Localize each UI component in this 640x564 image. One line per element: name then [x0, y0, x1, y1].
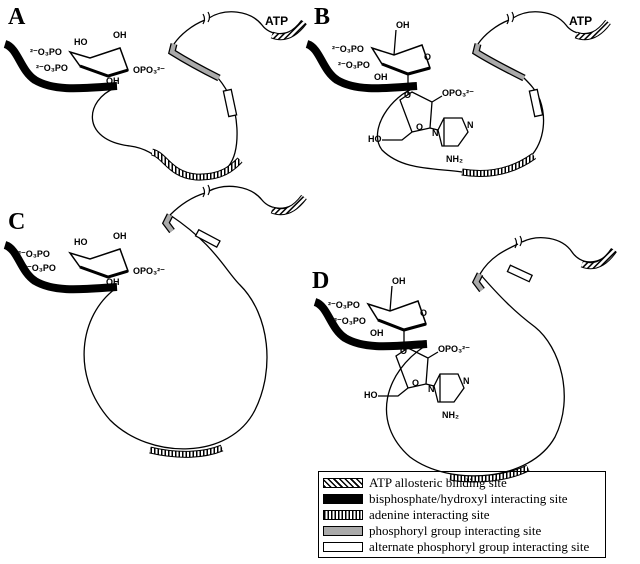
legend-label: alternate phosphoryl group interacting s… [369, 539, 590, 554]
legend-item-adenine: adenine interacting site [323, 507, 601, 523]
chem-label: ²⁻O₃PO [24, 263, 56, 273]
gray-swatch-icon [323, 526, 363, 536]
chem-label: O [424, 52, 431, 62]
legend-label: ATP allosteric binding site [369, 475, 507, 490]
protein-loop [385, 273, 565, 477]
break-icon [506, 11, 515, 25]
chem-label: O [412, 378, 419, 388]
legend: ATP allosteric binding site bisphosphate… [318, 471, 606, 558]
legend-label: bisphosphate/hydroxyl interacting site [369, 491, 568, 506]
inositol-ring: ²⁻O₃PO ²⁻O₃PO HO OH OH OPO₃²⁻ [18, 231, 165, 287]
break-icon [514, 235, 523, 249]
break-icon [202, 11, 211, 25]
protein-loop [83, 214, 268, 450]
chem-label: O [400, 346, 407, 356]
chem-label: ²⁻O₃PO [334, 316, 366, 326]
bisphosphate-site [313, 298, 428, 351]
chem-label: OH [106, 277, 120, 287]
chem-label: N [428, 384, 435, 394]
adenophostin-molecule: ²⁻O₃PO ²⁻O₃PO OH OH O O O OPO₃²⁻ HO N N … [328, 276, 470, 420]
bisphosphate-site [305, 40, 418, 93]
chem-label: HO [74, 237, 88, 247]
chem-label: OH [396, 20, 410, 30]
diagonal-hatch-swatch-icon [323, 478, 363, 488]
chem-label: OPO₃²⁻ [438, 344, 470, 354]
chem-label: HO [74, 37, 88, 47]
chem-label: ²⁻O₃PO [18, 249, 50, 259]
chem-label: OH [106, 76, 120, 86]
legend-item-alternate-phosphoryl: alternate phosphoryl group interacting s… [323, 539, 601, 555]
chem-label: NH₂ [446, 154, 463, 164]
chem-label: OH [392, 276, 406, 286]
alternate-phosphoryl-site [528, 88, 544, 118]
panel-label-b: B [314, 4, 330, 30]
chem-label: ²⁻O₃PO [332, 44, 364, 54]
chem-label: OPO₃²⁻ [133, 65, 165, 75]
panel-d: D ²⁻O₃PO ²⁻O₃PO OH OH O O O OPO₃²⁻ HO N … [312, 235, 617, 483]
legend-item-atp: ATP allosteric binding site [323, 475, 601, 491]
chem-label: ²⁻O₃PO [36, 63, 68, 73]
chem-label: N [463, 376, 470, 386]
chem-label: OH [113, 231, 127, 241]
chem-label: HO [368, 134, 382, 144]
chem-label: N [467, 120, 474, 130]
panel-label-d: D [312, 268, 329, 294]
alternate-phosphoryl-site [194, 228, 221, 249]
panel-label-c: C [8, 209, 25, 235]
legend-item-phosphoryl: phosphoryl group interacting site [323, 523, 601, 539]
white-swatch-icon [323, 542, 363, 552]
atp-label: ATP [569, 14, 592, 28]
inositol-ring: ²⁻O₃PO ²⁻O₃PO HO OH OH OPO₃²⁻ [30, 30, 165, 86]
bisphosphate-site [3, 241, 118, 294]
atp-label: ATP [265, 14, 288, 28]
chem-label: NH₂ [442, 410, 459, 420]
chem-label: O [416, 122, 423, 132]
chem-label: ²⁻O₃PO [30, 47, 62, 57]
alternate-phosphoryl-site [506, 264, 534, 283]
chem-label: OH [374, 72, 388, 82]
chem-label: OPO₃²⁻ [133, 266, 165, 276]
chem-label: N [432, 128, 439, 138]
solid-black-swatch-icon [323, 494, 363, 504]
chem-label: OH [370, 328, 384, 338]
chem-label: O [404, 90, 411, 100]
chem-label: HO [364, 390, 378, 400]
chem-label: ²⁻O₃PO [338, 60, 370, 70]
legend-item-bisphosphate: bisphosphate/hydroxyl interacting site [323, 491, 601, 507]
bisphosphate-site [3, 40, 118, 93]
chem-label: ²⁻O₃PO [328, 300, 360, 310]
legend-label: phosphoryl group interacting site [369, 523, 542, 538]
legend-label: adenine interacting site [369, 507, 490, 522]
chem-label: OPO₃²⁻ [442, 88, 474, 98]
vertical-hatch-swatch-icon [323, 510, 363, 520]
adenophostin-molecule: ²⁻O₃PO ²⁻O₃PO OH OH O O O OPO₃²⁻ HO N N … [332, 20, 474, 164]
panel-c: C ²⁻O₃PO ²⁻O₃PO HO OH OH OPO₃²⁻ [3, 184, 307, 458]
break-icon [202, 184, 211, 198]
panel-label-a: A [8, 4, 26, 30]
chem-label: O [420, 308, 427, 318]
chem-label: OH [113, 30, 127, 40]
panel-a: A ATP ²⁻O₃PO ²⁻O₃PO HO OH OH OPO₃²⁻ [3, 4, 307, 181]
alternate-phosphoryl-site [222, 88, 238, 118]
panel-b: B ATP ²⁻O₃PO ²⁻O₃PO OH OH O O O OPO₃²⁻ H… [305, 4, 611, 177]
